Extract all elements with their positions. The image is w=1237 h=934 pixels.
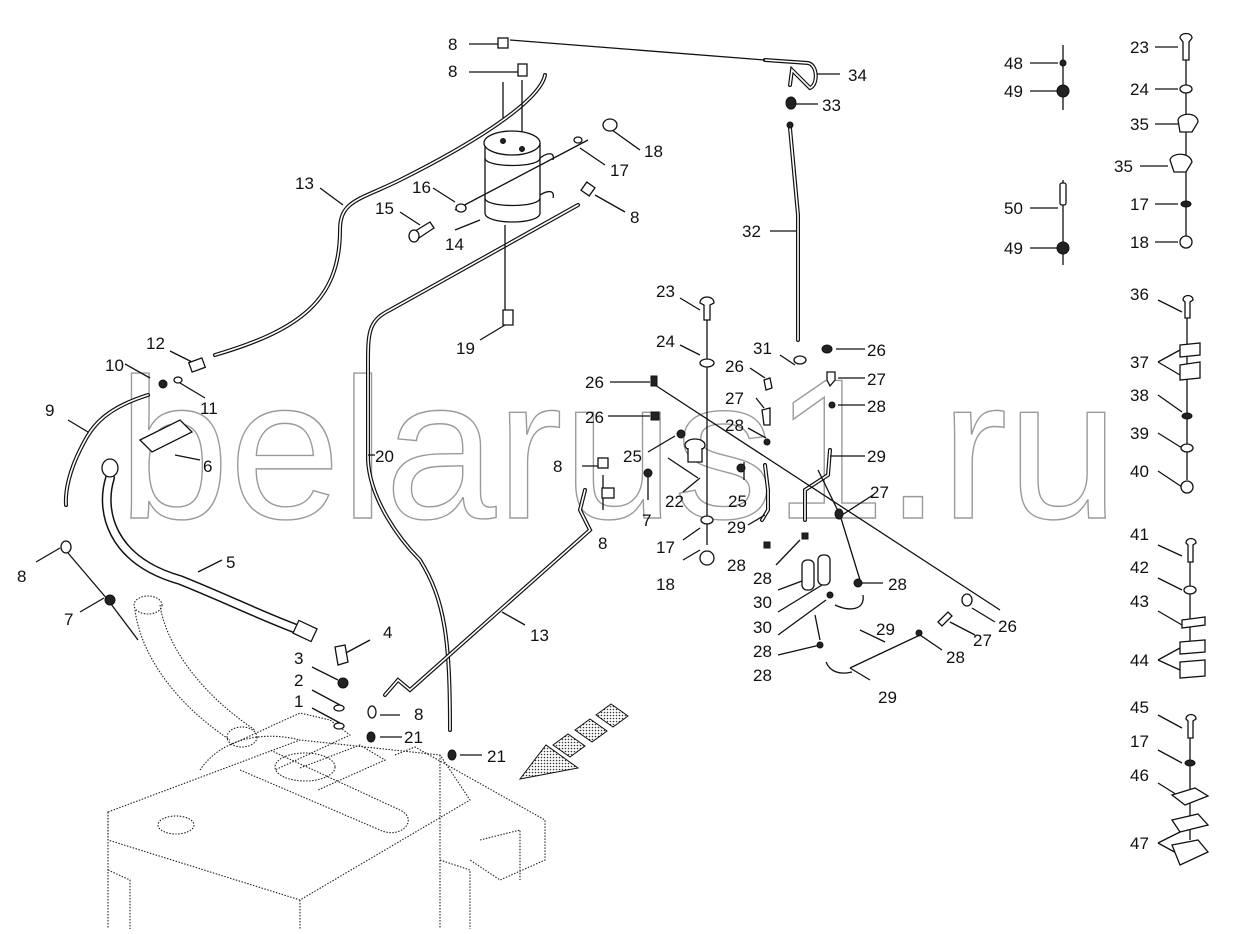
- callout-33: 33: [822, 96, 841, 115]
- callout-6: 6: [203, 457, 212, 476]
- callout-24: 24: [656, 332, 675, 351]
- callout-35: 35: [1130, 115, 1149, 134]
- callout-47: 47: [1130, 834, 1149, 853]
- callout-27: 27: [973, 631, 992, 650]
- callout-43: 43: [1130, 592, 1149, 611]
- direction-arrow-icon: [518, 703, 629, 780]
- callout-9: 9: [45, 401, 54, 420]
- callout-28: 28: [753, 569, 772, 588]
- callout-28: 28: [946, 648, 965, 667]
- callout-36: 36: [1130, 285, 1149, 304]
- callout-14: 14: [445, 235, 464, 254]
- callout-28: 28: [753, 642, 772, 661]
- pipes: [63, 39, 1001, 732]
- callout-30: 30: [753, 618, 772, 637]
- callout-35: 35: [1114, 157, 1133, 176]
- callout-4: 4: [383, 623, 392, 642]
- callout-8: 8: [414, 705, 423, 724]
- callout-32: 32: [742, 222, 761, 241]
- callout-23: 23: [1130, 38, 1149, 57]
- callout-25: 25: [728, 492, 747, 511]
- callout-45: 45: [1130, 698, 1149, 717]
- callout-18: 18: [656, 575, 675, 594]
- callout-8: 8: [598, 534, 607, 553]
- callout-26: 26: [867, 341, 886, 360]
- callout-21: 21: [404, 728, 423, 747]
- callout-49: 49: [1004, 82, 1023, 101]
- callout-16: 16: [412, 178, 431, 197]
- callout-3: 3: [294, 649, 303, 668]
- callout-7: 7: [64, 610, 73, 629]
- callout-26: 26: [585, 373, 604, 392]
- callout-30: 30: [753, 593, 772, 612]
- callout-24: 24: [1130, 80, 1149, 99]
- callout-13: 13: [530, 626, 549, 645]
- callout-46: 46: [1130, 766, 1149, 785]
- callout-8: 8: [448, 62, 457, 81]
- callout-15: 15: [375, 199, 394, 218]
- callout-18: 18: [1130, 233, 1149, 252]
- callout-20: 20: [375, 447, 394, 466]
- callout-11: 11: [200, 399, 218, 418]
- fuel-tank: [107, 712, 546, 929]
- callout-50: 50: [1004, 199, 1023, 218]
- callout-26: 26: [725, 357, 744, 376]
- callout-8: 8: [553, 457, 562, 476]
- callout-labels: 8 8 34 33 18 17 8 13 16 15 14 32 19 12 1…: [17, 35, 1149, 853]
- callout-29: 29: [876, 620, 895, 639]
- callout-8: 8: [17, 567, 26, 586]
- callout-5: 5: [226, 553, 235, 572]
- callout-28: 28: [753, 666, 772, 685]
- callout-39: 39: [1130, 424, 1149, 443]
- callout-27: 27: [867, 370, 886, 389]
- callout-42: 42: [1130, 558, 1149, 577]
- callout-27: 27: [725, 389, 744, 408]
- callout-18: 18: [644, 142, 663, 161]
- callout-49: 49: [1004, 239, 1023, 258]
- callout-7: 7: [642, 511, 651, 530]
- callout-10: 10: [105, 356, 124, 375]
- callout-28: 28: [888, 575, 907, 594]
- callout-40: 40: [1130, 462, 1149, 481]
- callout-17: 17: [656, 538, 675, 557]
- callout-26: 26: [585, 408, 604, 427]
- right-hardware: [1056, 32, 1210, 866]
- callout-29: 29: [878, 688, 897, 707]
- callout-28: 28: [725, 416, 744, 435]
- watermark: belarus1.ru: [118, 338, 1119, 561]
- callout-12: 12: [146, 334, 165, 353]
- callout-41: 41: [1130, 525, 1149, 544]
- callout-34: 34: [848, 66, 867, 85]
- callout-21: 21: [487, 747, 506, 766]
- callout-25: 25: [623, 447, 642, 466]
- filler-neck: [133, 595, 258, 748]
- callout-22: 22: [665, 492, 684, 511]
- callout-13: 13: [295, 174, 314, 193]
- callout-38: 38: [1130, 386, 1149, 405]
- callout-29: 29: [867, 447, 886, 466]
- callout-1: 1: [294, 692, 303, 711]
- callout-17: 17: [610, 161, 629, 180]
- parts: [60, 32, 1210, 866]
- callout-28: 28: [867, 397, 886, 416]
- callout-8: 8: [630, 208, 639, 227]
- callout-8: 8: [448, 35, 457, 54]
- callout-31: 31: [753, 339, 772, 358]
- fittings: [60, 37, 973, 761]
- callout-29: 29: [727, 518, 746, 537]
- callout-44: 44: [1130, 651, 1149, 670]
- callout-2: 2: [294, 671, 303, 690]
- callout-48: 48: [1004, 54, 1023, 73]
- callout-17: 17: [1130, 732, 1149, 751]
- fuel-filter: [454, 130, 589, 223]
- callout-27: 27: [870, 483, 889, 502]
- callout-19: 19: [456, 339, 475, 358]
- callout-23: 23: [656, 282, 675, 301]
- callout-17: 17: [1130, 195, 1149, 214]
- callout-28: 28: [727, 556, 746, 575]
- callout-26: 26: [998, 617, 1017, 636]
- callout-37: 37: [1130, 353, 1149, 372]
